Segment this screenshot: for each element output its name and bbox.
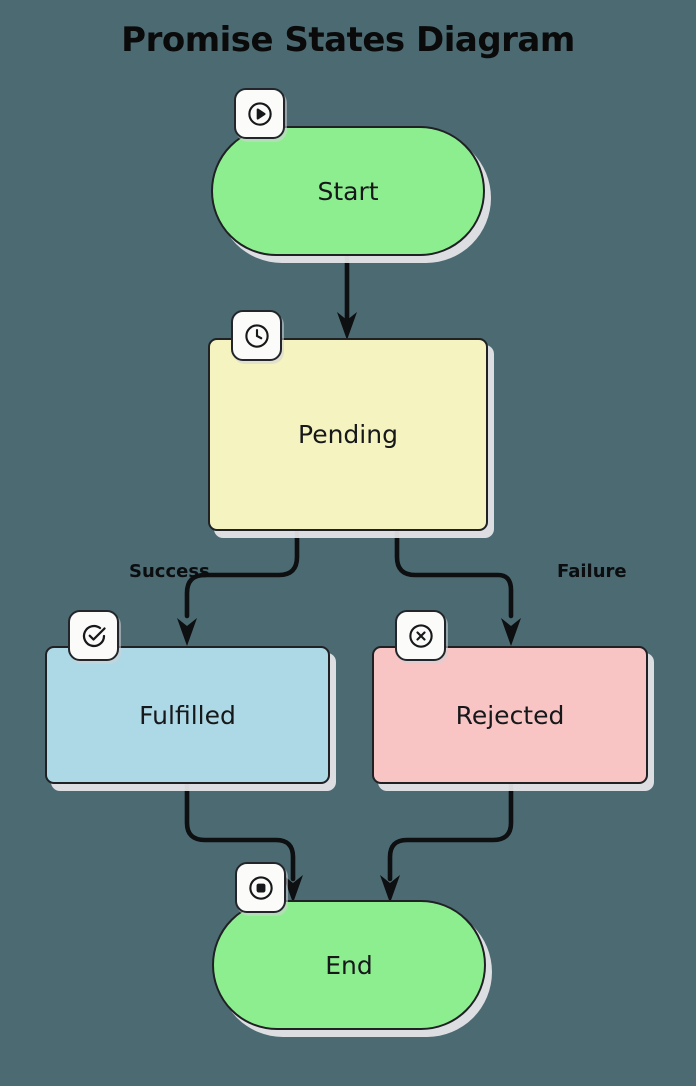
clock-icon [231,310,282,361]
stop-circle-icon [235,862,286,913]
node-rejected[interactable]: Rejected [372,646,648,784]
node-pending-label: Pending [298,420,398,449]
node-fulfilled-label: Fulfilled [139,700,236,730]
page-title: Promise States Diagram [121,20,575,60]
edge-rejected-end [387,781,514,882]
edge-pending-fulfilled [184,528,300,619]
edge-label-success: Success [129,561,210,582]
edge-label-failure: Failure [557,561,627,582]
arrowhead-end-left [283,875,303,903]
x-circle-icon [395,610,446,661]
edge-fulfilled-end [184,781,296,882]
play-circle-icon [234,88,285,139]
edge-pending-rejected [394,528,514,619]
check-circle-icon [68,610,119,661]
node-end-label: End [325,950,373,980]
node-fulfilled[interactable]: Fulfilled [45,646,330,784]
arrowhead-fulfilled [177,618,197,646]
node-rejected-label: Rejected [455,700,565,730]
node-start-label: Start [317,176,379,206]
node-start[interactable]: Start [211,126,485,256]
arrowhead-pending [337,312,357,340]
arrowhead-rejected [501,618,521,646]
node-pending[interactable]: Pending [208,338,488,531]
arrowhead-end-right [380,875,400,903]
node-end[interactable]: End [212,900,486,1030]
